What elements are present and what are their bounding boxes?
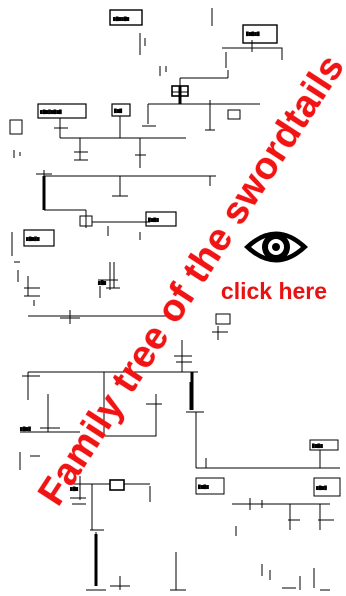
pedigree-node: [109, 9, 143, 26]
pedigree-node: [37, 103, 87, 119]
pedigree-node: [111, 103, 131, 117]
svg-text:▆▇▆: ▆▇▆: [97, 280, 106, 286]
svg-text:▆▇▆: ▆▇▆: [69, 486, 78, 492]
svg-text:▇▆▇: ▇▆▇: [113, 108, 122, 114]
svg-text:▇▆▇▆: ▇▆▇▆: [197, 484, 209, 490]
svg-text:▆▇▆▇▆▇▆▇: ▆▇▆▇▆▇▆▇: [39, 109, 62, 115]
svg-text:▇▆▇▆▇: ▇▆▇▆▇: [245, 31, 260, 37]
svg-text:▆▇▆▇: ▆▇▆▇: [315, 485, 327, 491]
click-here-button[interactable]: click here: [207, 222, 341, 308]
svg-text:▆▇▆▇▆: ▆▇▆▇▆: [25, 236, 40, 242]
pedigree-node: [227, 109, 241, 120]
svg-text:▆▇▆▆▇▆: ▆▇▆▆▇▆: [112, 16, 130, 22]
svg-text:▇▆▇▆: ▇▆▇▆: [311, 443, 323, 449]
pedigree-node: [145, 211, 177, 227]
pedigree-node: [109, 479, 125, 491]
click-here-label: click here: [220, 278, 328, 304]
svg-text:▆▇▆▇: ▆▇▆▇: [19, 426, 31, 432]
eye-icon: [244, 231, 308, 263]
pedigree-node: [195, 477, 225, 495]
pedigree-node: [309, 439, 339, 451]
svg-text:▇▆▇▆: ▇▆▇▆: [147, 217, 159, 223]
pedigree-node: [313, 477, 341, 497]
pedigree-node: [242, 24, 278, 44]
pedigree-node: [215, 313, 231, 325]
pedigree-node: [23, 229, 55, 247]
pedigree-node: [9, 119, 23, 135]
